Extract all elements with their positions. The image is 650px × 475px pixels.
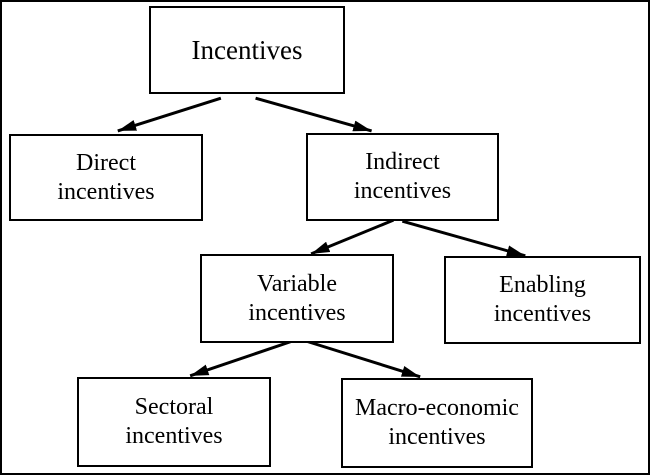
node-label-line1: Variable [257,270,337,297]
edge-arrow-variable-to-macro [305,339,421,379]
edge-arrow-indirect-to-enabling [401,219,526,258]
node-label-line1: Enabling [499,272,586,298]
edge-arrow-incentives-to-direct [117,96,222,133]
node-label-line2: incentives [388,424,486,450]
node-label-line2: incentives [353,178,452,204]
edge-arrow-variable-to-sectoral [189,339,293,378]
node-label-line1: Sectoral [134,394,214,420]
node-label-line2: incentives [125,423,223,449]
node-label-line1: Indirect [365,149,440,175]
node-label-line2: incentives [493,301,592,327]
node-sectoral-incentives: Sectoral incentives [77,377,271,467]
node-label: Incentives [191,35,303,65]
node-enabling-incentives: Enabling incentives [444,256,641,344]
node-label-line1: Macro-economic [355,395,519,421]
edge-arrow-indirect-to-variable [310,218,394,256]
node-incentives: Incentives [149,6,345,94]
node-variable-incentives: Variable incentives [200,254,394,343]
edge-arrow-incentives-to-indirect [255,96,373,133]
node-macro-economic-incentives: Macro-economic incentives [341,378,533,468]
node-label-line2: incentives [57,178,155,205]
node-direct-incentives: Direct incentives [9,134,203,221]
node-label-line1: Direct [76,149,136,176]
node-label-line2: incentives [248,299,346,326]
node-indirect-incentives: Indirect incentives [306,133,499,221]
